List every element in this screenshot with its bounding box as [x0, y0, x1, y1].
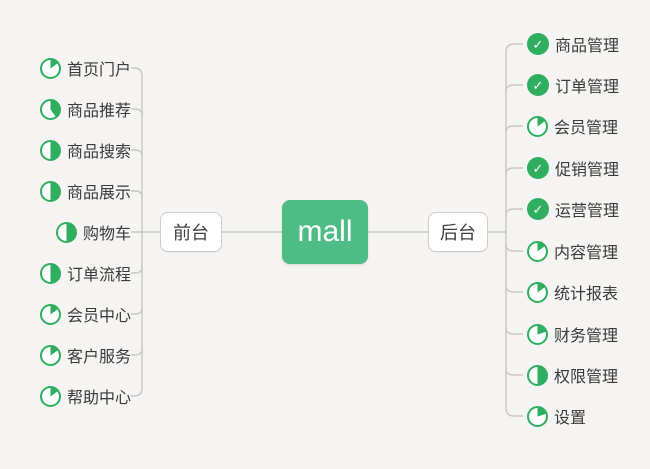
node-label: 订单流程 — [66, 267, 131, 284]
branch-node-label: 前台 — [173, 223, 209, 243]
node-shopping-cart[interactable]: 购物车 — [55, 220, 131, 244]
node-promotion-mgmt[interactable]: ✓ 促销管理 — [527, 156, 619, 180]
check-circle-icon: ✓ — [527, 33, 549, 55]
node-product-display[interactable]: 商品展示 — [39, 179, 131, 203]
node-label: 商品展示 — [66, 185, 131, 202]
node-help-center[interactable]: 帮助中心 — [39, 384, 131, 408]
node-product-search[interactable]: 商品搜索 — [39, 138, 131, 162]
check-circle-icon: ✓ — [527, 74, 549, 96]
progress-pie-icon — [39, 262, 61, 284]
progress-pie-icon — [527, 281, 548, 303]
node-order-mgmt[interactable]: ✓ 订单管理 — [527, 73, 619, 97]
node-label: 购物车 — [82, 226, 131, 243]
node-order-flow[interactable]: 订单流程 — [39, 261, 131, 285]
node-content-mgmt[interactable]: 内容管理 — [527, 239, 618, 263]
node-label: 商品推荐 — [66, 103, 131, 120]
node-label: 会员管理 — [554, 120, 619, 137]
progress-pie-icon — [527, 364, 548, 386]
node-label: 商品搜索 — [66, 144, 131, 161]
node-statistics-report[interactable]: 统计报表 — [527, 280, 618, 304]
progress-pie-icon — [39, 344, 61, 366]
node-label: 财务管理 — [554, 328, 619, 345]
branch-node-backend[interactable]: 后台 — [428, 212, 488, 252]
node-label: 设置 — [554, 410, 587, 427]
node-product-mgmt[interactable]: ✓ 商品管理 — [527, 32, 619, 56]
branch-node-frontend[interactable]: 前台 — [160, 212, 222, 252]
node-settings[interactable]: 设置 — [527, 404, 586, 428]
progress-pie-icon — [39, 57, 61, 79]
node-label: 权限管理 — [554, 369, 619, 386]
node-label: 会员中心 — [66, 308, 131, 325]
progress-pie-icon — [527, 405, 548, 427]
check-circle-icon: ✓ — [527, 198, 549, 220]
node-operation-mgmt[interactable]: ✓ 运营管理 — [527, 197, 619, 221]
node-label: 帮助中心 — [66, 390, 131, 407]
node-label: 首页门户 — [66, 62, 131, 79]
node-customer-service[interactable]: 客户服务 — [39, 343, 131, 367]
progress-pie-icon — [527, 115, 548, 137]
node-permission-mgmt[interactable]: 权限管理 — [527, 363, 618, 387]
node-label: 内容管理 — [554, 245, 619, 262]
node-home-portal[interactable]: 首页门户 — [39, 56, 131, 80]
progress-pie-icon — [39, 180, 61, 202]
node-label: 促销管理 — [555, 162, 620, 179]
node-label: 订单管理 — [555, 79, 620, 96]
progress-pie-icon — [39, 139, 61, 161]
node-label: 运营管理 — [555, 203, 620, 220]
branch-node-label: 后台 — [440, 223, 476, 243]
node-label: 商品管理 — [555, 38, 620, 55]
progress-pie-icon — [39, 385, 61, 407]
root-node-label: mall — [297, 215, 353, 248]
node-product-recommend[interactable]: 商品推荐 — [39, 97, 131, 121]
node-member-mgmt[interactable]: 会员管理 — [527, 114, 618, 138]
progress-pie-icon — [39, 98, 61, 120]
progress-pie-icon — [527, 323, 548, 345]
check-circle-icon: ✓ — [527, 157, 549, 179]
root-node-mall[interactable]: mall — [282, 200, 368, 264]
progress-pie-icon — [55, 221, 77, 243]
node-label: 统计报表 — [554, 286, 619, 303]
progress-pie-icon — [39, 303, 61, 325]
node-finance-mgmt[interactable]: 财务管理 — [527, 322, 618, 346]
node-label: 客户服务 — [66, 349, 131, 366]
progress-pie-icon — [527, 240, 548, 262]
node-member-center[interactable]: 会员中心 — [39, 302, 131, 326]
